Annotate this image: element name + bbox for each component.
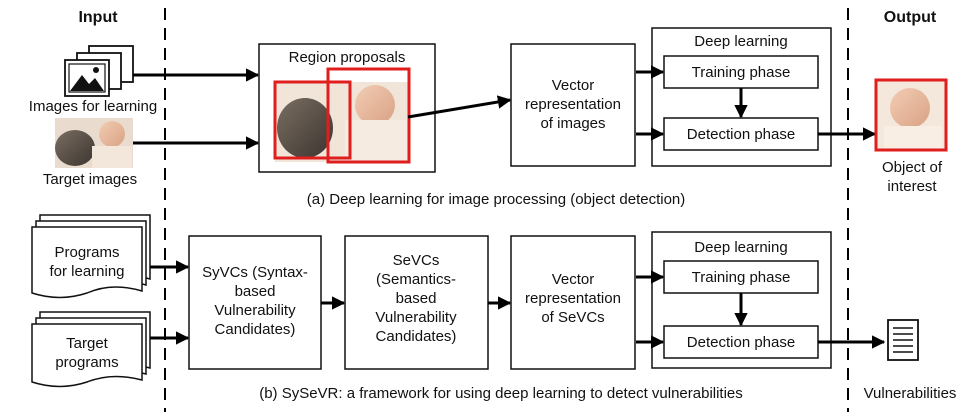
edge-region-to-vector [407, 95, 512, 119]
syvcs-line4: Candidates) [215, 321, 296, 338]
image-stack-icon [64, 45, 134, 97]
object-of-interest-image [874, 78, 948, 152]
object-of-interest-line1: Object of [882, 159, 943, 176]
detection-phase-top-label: Detection phase [687, 126, 795, 143]
vector-representation-sevcs-box [510, 235, 636, 370]
region-proposals-image [273, 67, 411, 164]
sevcs-line4: Vulnerability [375, 309, 457, 326]
training-phase-top-box [663, 55, 819, 89]
deep-learning-bottom-title: Deep learning [694, 239, 787, 256]
vector-rep-sevcs-line1: Vector [552, 271, 595, 288]
sevcs-line5: Candidates) [376, 328, 457, 345]
target-programs-line1: Target [66, 335, 109, 352]
object-of-interest-line2: interest [887, 178, 937, 195]
deep-learning-top-title: Deep learning [694, 33, 787, 50]
training-phase-bottom-label: Training phase [692, 269, 791, 286]
sevcs-box [344, 235, 489, 370]
region-proposals-title: Region proposals [289, 49, 406, 66]
detection-phase-bottom-label: Detection phase [687, 334, 795, 351]
vector-rep-sevcs-line2: representation [525, 290, 621, 307]
vulnerability-report-icon [887, 319, 919, 361]
training-phase-bottom-box [663, 260, 819, 294]
target-programs-line2: programs [55, 354, 118, 371]
syvcs-line3: Vulnerability [214, 302, 296, 319]
detection-phase-top-box [663, 117, 819, 151]
vector-rep-sevcs-line3: of SeVCs [541, 309, 604, 326]
target-images-label: Target images [43, 171, 137, 188]
syvcs-box [188, 235, 322, 370]
vulnerabilities-label: Vulnerabilities [864, 385, 957, 402]
vector-representation-images-box [510, 43, 636, 167]
sevcs-line1: SeVCs [393, 252, 440, 269]
programs-for-learning-line1: Programs [54, 244, 119, 261]
proposal-box-cat [273, 80, 352, 160]
images-for-learning-label: Images for learning [29, 98, 157, 115]
sevcs-line3: based [396, 290, 437, 307]
syvcs-line1: SyVCs (Syntax- [202, 264, 308, 281]
output-header: Output [884, 9, 937, 26]
sevcs-line2: (Semantics- [376, 271, 456, 288]
programs-for-learning-docs [31, 214, 151, 299]
training-phase-top-label: Training phase [692, 64, 791, 81]
vector-rep-images-line1: Vector [552, 77, 595, 94]
detection-phase-bottom-box [663, 325, 819, 359]
target-image-thumbnail [55, 118, 133, 168]
input-header: Input [78, 9, 118, 26]
caption-a: (a) Deep learning for image processing (… [307, 191, 686, 208]
caption-b: (b) SySeVR: a framework for using deep l… [259, 385, 743, 402]
syvcs-line2: based [235, 283, 276, 300]
programs-for-learning-line2: for learning [49, 263, 124, 280]
vector-rep-images-line3: of images [540, 115, 605, 132]
vector-rep-images-line2: representation [525, 96, 621, 113]
target-programs-docs [31, 311, 151, 388]
